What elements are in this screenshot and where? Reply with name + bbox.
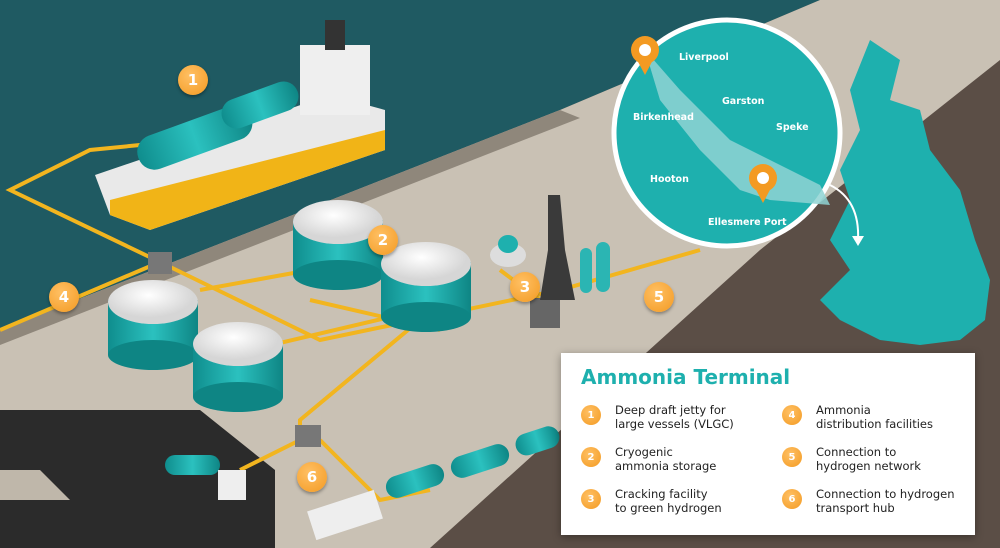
legend-number: 3 bbox=[581, 489, 601, 509]
storage-tanks bbox=[108, 200, 471, 412]
legend-text: large vessels (VLGC) bbox=[615, 417, 734, 431]
cracking-facility bbox=[490, 195, 610, 300]
map-label-ellesmere-port: Ellesmere Port bbox=[708, 217, 787, 228]
ship bbox=[95, 20, 385, 230]
train bbox=[165, 426, 560, 541]
badge-2: 2 bbox=[368, 225, 398, 255]
uk-map bbox=[820, 40, 990, 345]
badge-1: 1 bbox=[178, 65, 208, 95]
legend-text: ammonia storage bbox=[615, 459, 717, 473]
arrow-icon bbox=[829, 184, 860, 241]
road bbox=[0, 410, 275, 548]
legend-number: 1 bbox=[581, 405, 601, 425]
map-label-hooton: Hooton bbox=[650, 174, 689, 185]
legend-text: Deep draft jetty for bbox=[615, 403, 726, 417]
badge-4: 4 bbox=[49, 282, 79, 312]
map-label-speke: Speke bbox=[776, 122, 809, 133]
manifold bbox=[148, 252, 172, 274]
legend-text: Connection to bbox=[816, 445, 897, 459]
legend-text: Ammonia bbox=[816, 403, 871, 417]
legend-text: Connection to hydrogen bbox=[816, 487, 955, 501]
legend-text: distribution facilities bbox=[816, 417, 933, 431]
legend-text: Cracking facility bbox=[615, 487, 708, 501]
badge-3: 3 bbox=[510, 272, 540, 302]
manifold bbox=[295, 425, 321, 447]
legend-text: hydrogen network bbox=[816, 459, 921, 473]
map-label-liverpool: Liverpool bbox=[679, 52, 729, 63]
legend-number: 6 bbox=[782, 489, 802, 509]
map-label-garston: Garston bbox=[722, 96, 765, 107]
legend-text: transport hub bbox=[816, 501, 895, 515]
legend-text: to green hydrogen bbox=[615, 501, 722, 515]
badge-6: 6 bbox=[297, 462, 327, 492]
map-label-birkenhead: Birkenhead bbox=[633, 112, 694, 123]
legend-title: Ammonia Terminal bbox=[581, 365, 791, 389]
legend-number: 4 bbox=[782, 405, 802, 425]
legend-text: Cryogenic bbox=[615, 445, 673, 459]
legend-number: 5 bbox=[782, 447, 802, 467]
inset-map bbox=[611, 17, 843, 249]
legend-number: 2 bbox=[581, 447, 601, 467]
badge-5: 5 bbox=[644, 282, 674, 312]
